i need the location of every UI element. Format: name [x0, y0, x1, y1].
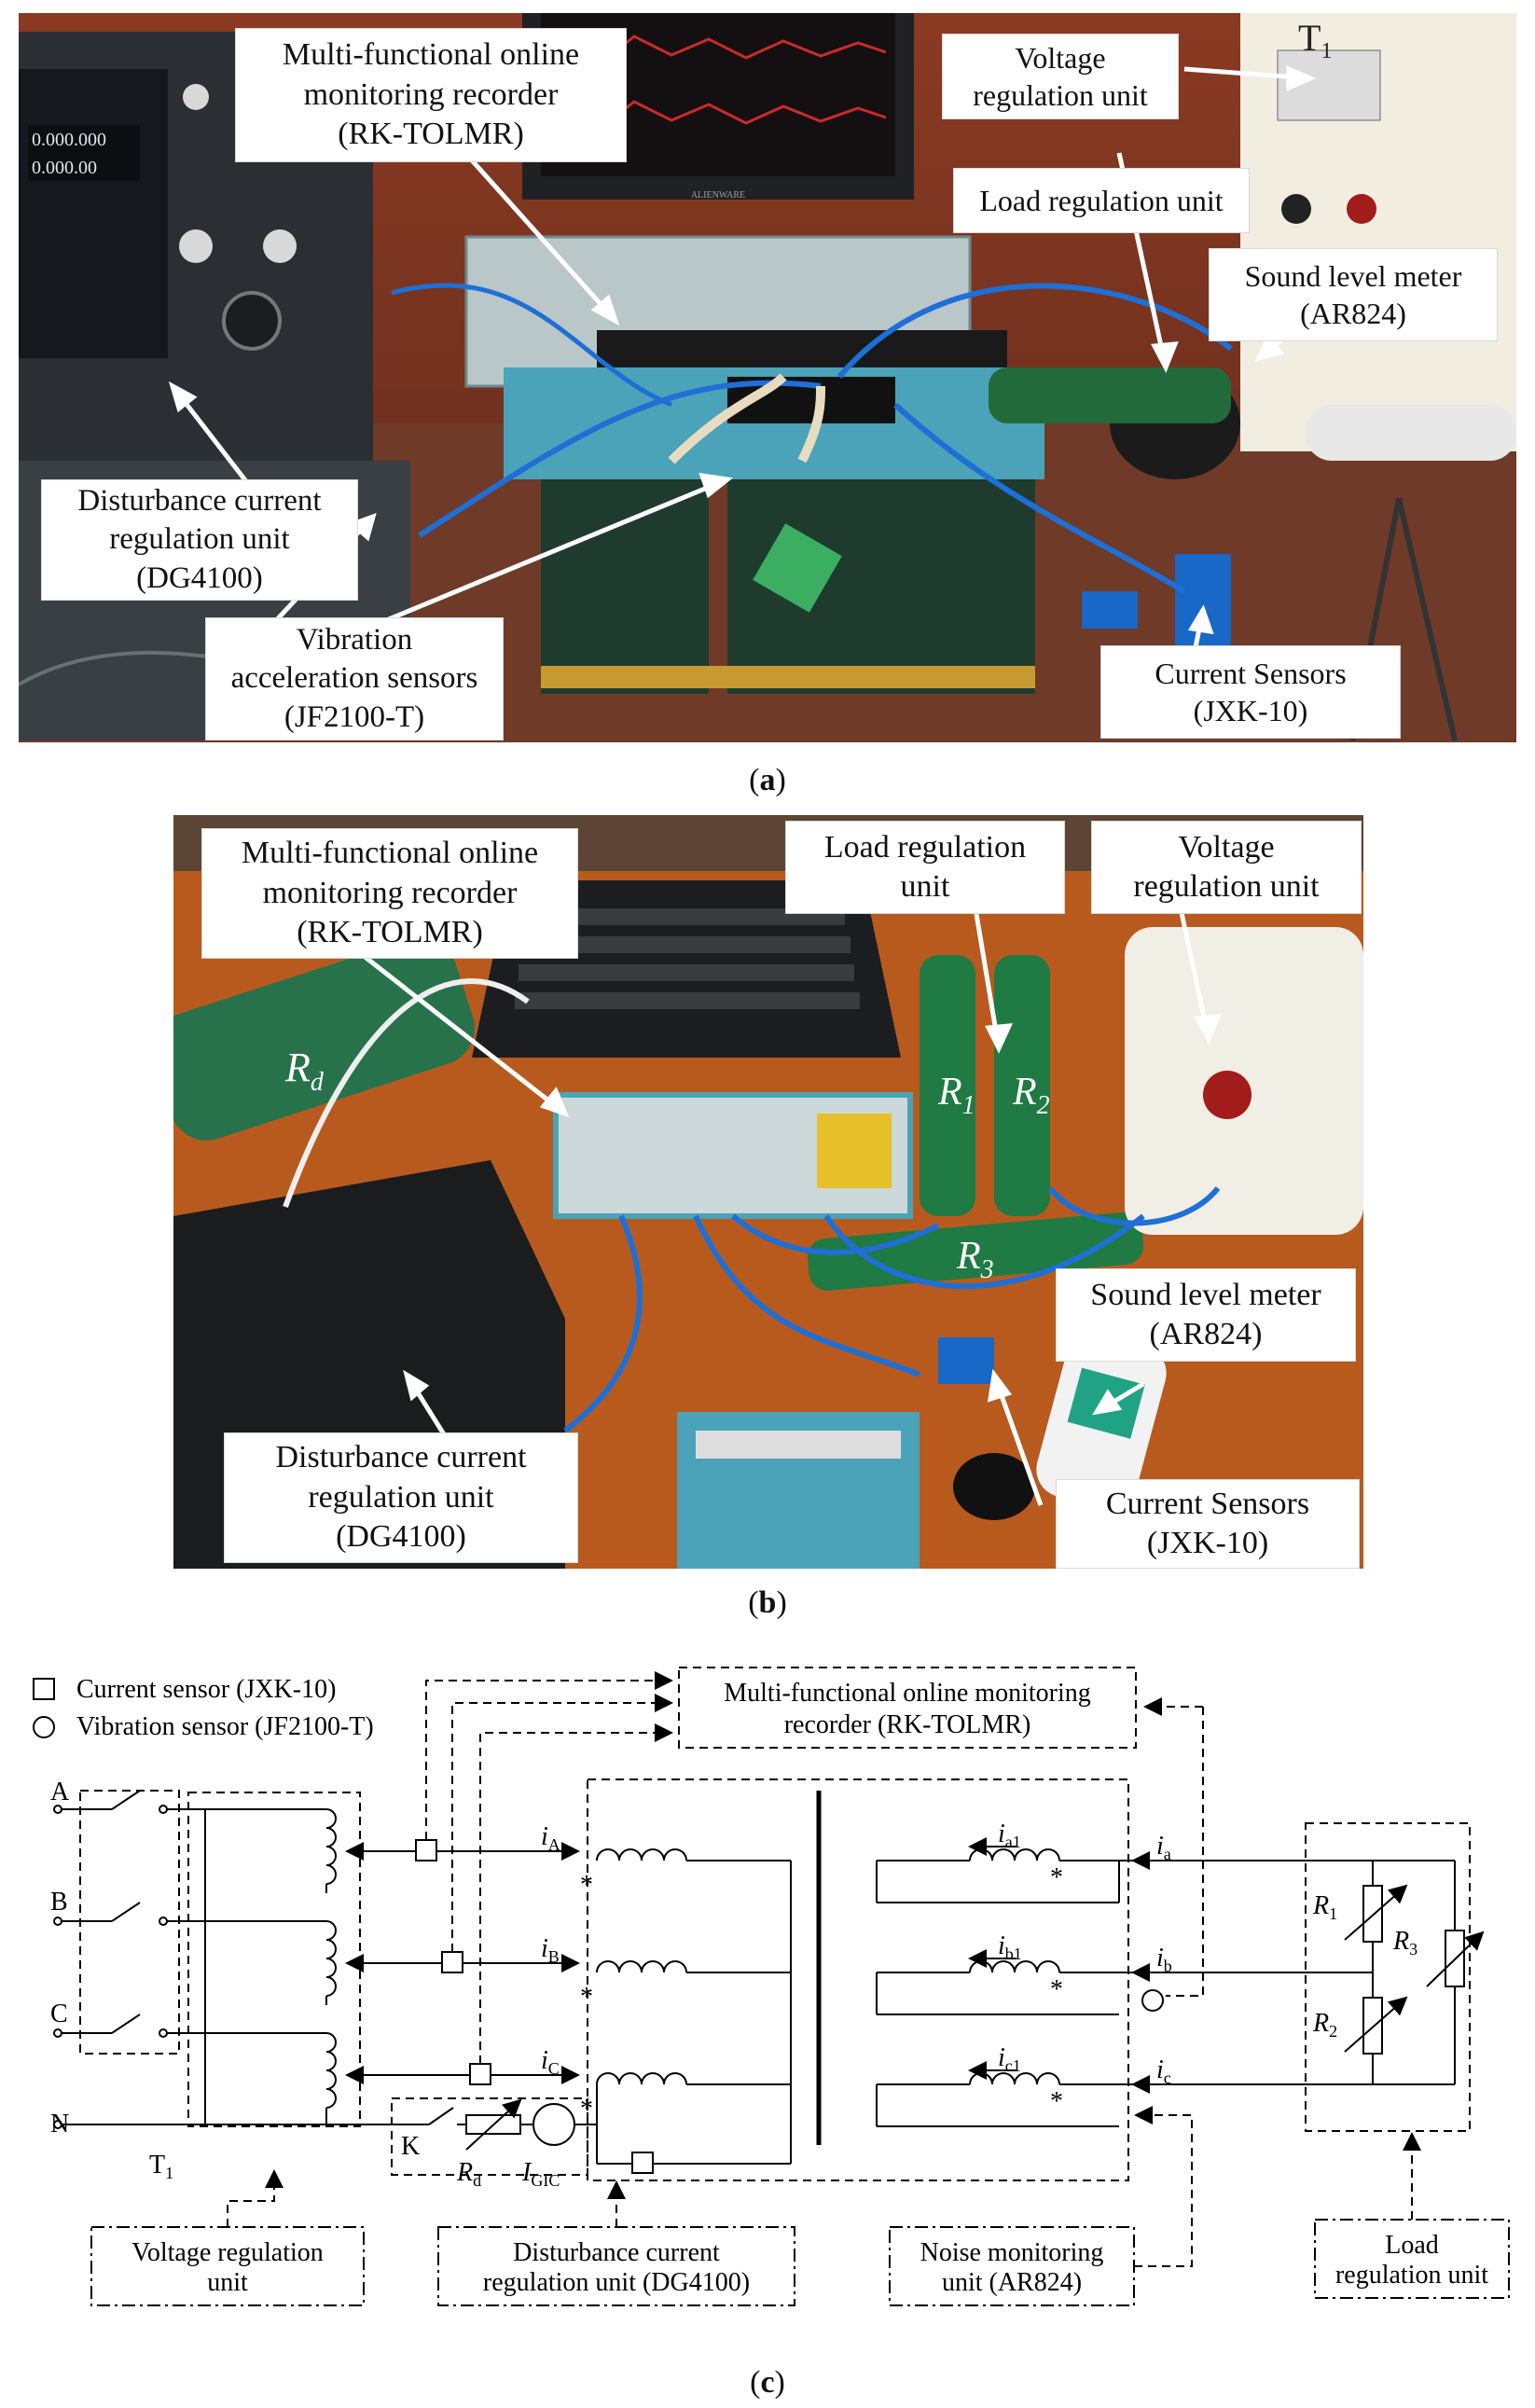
photo-b-r2: R2: [1012, 1071, 1050, 1120]
phase-a: A: [50, 1778, 70, 1806]
box-load-line2: regulation unit: [1335, 2261, 1488, 2290]
dot-star-b1: *: [1050, 1975, 1063, 2004]
resistor-r2: R2: [1312, 2009, 1337, 2041]
box-load-regulation: [1314, 2219, 1510, 2299]
phase-n: N: [50, 2110, 69, 2138]
current-ib-primary: iB: [541, 1934, 560, 1966]
dot-star-a: *: [580, 1871, 593, 1900]
callout-b-disturbance: Disturbance current regulation unit (DG4…: [224, 1432, 578, 1563]
current-ic: ic: [1156, 2055, 1171, 2087]
current-ib1: ib1: [998, 1931, 1022, 1963]
laptop-brand: ALIENWARE: [691, 190, 745, 201]
box-recorder-line1: Multi-functional online monitoring: [724, 1679, 1091, 1708]
box-noise-line2: unit (AR824): [942, 2268, 1082, 2297]
box-voltage-line2: unit: [207, 2268, 248, 2297]
legend-vibration-sensor-icon: [33, 1716, 55, 1738]
box-load-line1: Load: [1385, 2231, 1439, 2260]
current-ib: ib: [1156, 1944, 1172, 1975]
phase-b: B: [50, 1888, 68, 1917]
box-load-resistors: [1305, 1822, 1471, 2132]
source-igic: IGIC: [521, 2158, 560, 2190]
current-ic1: ic1: [998, 2043, 1021, 2075]
transformer-body-box: [587, 1778, 1129, 2181]
legend-current-sensor-icon: [33, 1678, 55, 1700]
photo-b-rd: Rd: [284, 1045, 325, 1097]
display-readout-1: 0.000.000: [32, 130, 106, 150]
resistor-r3: R3: [1392, 1927, 1417, 1958]
legend-current-sensor: Current sensor (JXK-10): [76, 1675, 336, 1704]
callout-a-current: Current Sensors (JXK-10): [1100, 645, 1401, 739]
callout-a-load: Load regulation unit: [953, 168, 1250, 233]
photo-b-pointers: [349, 907, 1222, 1506]
photo-panel-a: 0.000.000 0.000.00 ALIENWARE T1: [19, 13, 1516, 742]
circuit-diagram: Current sensor (JXK-10) Vibration sensor…: [33, 1667, 1510, 2306]
photo-a-pointers: [168, 65, 1317, 659]
callout-b-current: Current Sensors (JXK-10): [1056, 1479, 1360, 1569]
callout-b-load: Load regulation unit: [785, 821, 1065, 914]
photo-b-r3: R3: [956, 1235, 994, 1284]
t1-symbol: T1: [149, 2151, 173, 2182]
callout-b-recorder: Multi-functional online monitoring recor…: [201, 828, 578, 959]
box-recorder: [678, 1667, 1137, 1749]
callout-a-sound: Sound level meter (AR824): [1209, 248, 1498, 341]
photo-b-r1: R1: [937, 1071, 975, 1120]
phase-c: C: [50, 2000, 68, 2028]
photo-a-illustration: 0.000.000 0.000.00 ALIENWARE T1: [19, 13, 1516, 742]
dot-star-b: *: [580, 1983, 593, 2012]
box-disturbance-line2: regulation unit (DG4100): [483, 2268, 750, 2297]
caption-c: (c): [750, 2365, 785, 2400]
callout-b-voltage: Voltage regulation unit: [1091, 821, 1362, 914]
callout-a-vibration: Vibration acceleration sensors (JF2100-T…: [205, 617, 504, 740]
display-readout-2: 0.000.00: [32, 158, 97, 178]
box-noise-line1: Noise monitoring: [920, 2238, 1104, 2267]
current-ic-primary: iC: [541, 2046, 560, 2078]
switch-k: K: [401, 2132, 420, 2161]
current-ia: ia: [1156, 1832, 1171, 1863]
callout-b-sound: Sound level meter (AR824): [1056, 1268, 1356, 1362]
box-disturbance-line1: Disturbance current: [513, 2238, 720, 2267]
callout-a-recorder: Multi-functional online monitoring recor…: [235, 28, 627, 162]
dot-star-a1: *: [1050, 1863, 1063, 1892]
resistor-rd: Rd: [456, 2158, 481, 2190]
caption-b: (b): [748, 1585, 787, 1620]
caption-a: (a): [749, 763, 786, 797]
dot-star-c1: *: [1050, 2087, 1063, 2116]
dot-star-c: *: [580, 2095, 593, 2124]
resistor-r1: R1: [1312, 1891, 1337, 1923]
current-ia1: ia1: [998, 1820, 1021, 1851]
box-voltage-line1: Voltage regulation: [131, 2238, 324, 2267]
current-ia-primary: iA: [541, 1822, 560, 1854]
legend-vibration-sensor: Vibration sensor (JF2100-T): [76, 1712, 374, 1741]
callout-a-disturbance: Disturbance current regulation unit (DG4…: [41, 479, 358, 601]
t1-label: T1: [1298, 17, 1332, 63]
box-recorder-line2: recorder (RK-TOLMR): [784, 1710, 1031, 1739]
callout-a-voltage: Voltage regulation unit: [942, 34, 1179, 119]
